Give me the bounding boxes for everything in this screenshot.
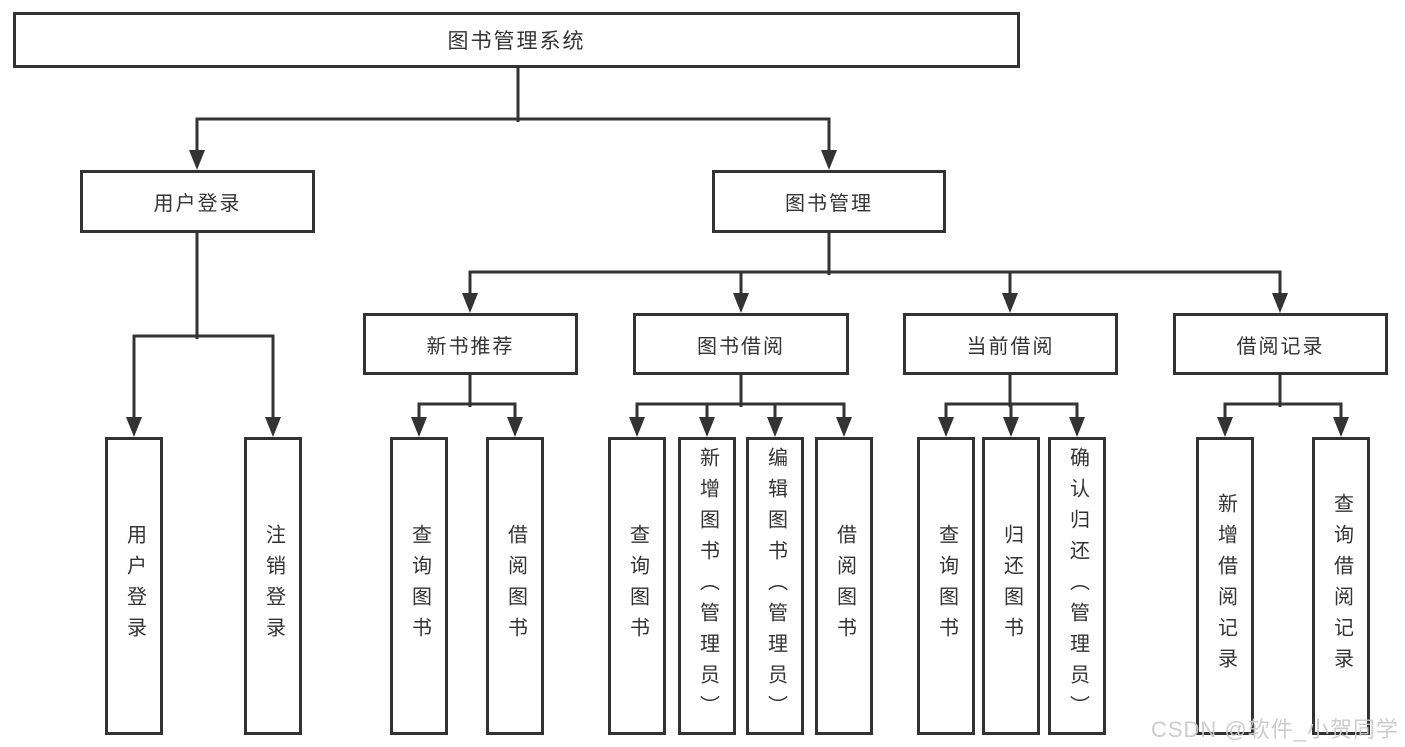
leaf-logout: 注销登录 <box>244 437 302 735</box>
node-label: 新书推荐 <box>426 335 515 358</box>
arrow-down-icon <box>767 417 783 437</box>
leaf-recommend-query-books: 查询图书 <box>390 437 448 735</box>
node-label: 用户登录 <box>153 193 242 215</box>
node-label: 图书管理系统 <box>447 30 586 53</box>
arrow-down-icon <box>507 417 523 437</box>
arrow-down-icon <box>1272 293 1288 313</box>
leaf-label: 借阅图书 <box>833 524 856 648</box>
leaf-label: 借阅图书 <box>504 524 527 648</box>
node-new-book-recommendation: 新书推荐 <box>363 313 578 375</box>
leaf-current-query-books: 查询图书 <box>917 437 975 735</box>
connector-user-login-to-leaves <box>126 229 281 437</box>
node-borrowing-records: 借阅记录 <box>1173 313 1388 375</box>
arrow-down-icon <box>265 417 281 437</box>
leaf-label: 注销登录 <box>262 524 285 648</box>
leaf-borrowing-add-books-admin: 新增图书（管理员） <box>678 437 736 735</box>
node-book-management: 图书管理 <box>712 170 946 233</box>
connector-root-to-level2 <box>189 64 837 170</box>
node-label: 当前借阅 <box>966 335 1055 358</box>
leaf-records-query-record: 查询借阅记录 <box>1312 437 1370 735</box>
node-current-borrowing: 当前借阅 <box>903 313 1118 375</box>
connector-borrowing-records-to-leaves <box>1217 371 1349 437</box>
leaf-label: 编辑图书（管理员） <box>764 446 787 726</box>
arrow-down-icon <box>1333 417 1349 437</box>
leaf-borrowing-query-books: 查询图书 <box>608 437 666 735</box>
connector-book-management-to-level3 <box>462 229 1288 313</box>
connector-book-borrowing-to-leaves <box>629 371 852 437</box>
leaf-recommend-borrow-books: 借阅图书 <box>486 437 544 735</box>
leaf-records-add-record: 新增借阅记录 <box>1196 437 1254 735</box>
arrow-down-icon <box>189 150 205 170</box>
leaf-label: 确认归还（管理员） <box>1066 446 1089 726</box>
leaf-label: 查询图书 <box>626 524 649 648</box>
connector-new-book-recommendation-to-leaves <box>411 371 523 437</box>
arrow-down-icon <box>629 417 645 437</box>
leaf-label: 查询借阅记录 <box>1330 493 1353 679</box>
leaf-user-login: 用户登录 <box>105 437 163 735</box>
arrow-down-icon <box>126 417 142 437</box>
connector-current-borrowing-to-leaves <box>938 371 1085 437</box>
leaf-current-confirm-return-admin: 确认归还（管理员） <box>1048 437 1106 735</box>
leaf-borrowing-borrow-books: 借阅图书 <box>815 437 873 735</box>
node-label: 图书管理 <box>785 193 873 215</box>
leaf-label: 用户登录 <box>123 524 146 648</box>
node-book-management-system: 图书管理系统 <box>13 12 1020 68</box>
arrow-down-icon <box>1003 417 1019 437</box>
node-label: 借阅记录 <box>1236 335 1325 358</box>
arrow-down-icon <box>1069 417 1085 437</box>
arrow-down-icon <box>1217 417 1233 437</box>
arrow-down-icon <box>1002 293 1018 313</box>
node-label: 图书借阅 <box>697 335 785 358</box>
arrow-down-icon <box>821 150 837 170</box>
arrow-down-icon <box>411 417 427 437</box>
arrow-down-icon <box>733 293 749 313</box>
leaf-label: 查询图书 <box>408 524 431 648</box>
node-user-login: 用户登录 <box>80 170 315 233</box>
leaf-label: 查询图书 <box>935 524 958 648</box>
leaf-label: 新增图书（管理员） <box>696 446 719 726</box>
leaf-current-return-books: 归还图书 <box>982 437 1040 735</box>
leaf-label: 归还图书 <box>1000 524 1023 648</box>
leaf-label: 新增借阅记录 <box>1214 493 1237 679</box>
arrow-down-icon <box>699 417 715 437</box>
leaf-borrowing-edit-books-admin: 编辑图书（管理员） <box>746 437 804 735</box>
arrow-down-icon <box>462 293 478 313</box>
arrow-down-icon <box>938 417 954 437</box>
node-book-borrowing: 图书借阅 <box>633 313 849 375</box>
arrow-down-icon <box>836 417 852 437</box>
